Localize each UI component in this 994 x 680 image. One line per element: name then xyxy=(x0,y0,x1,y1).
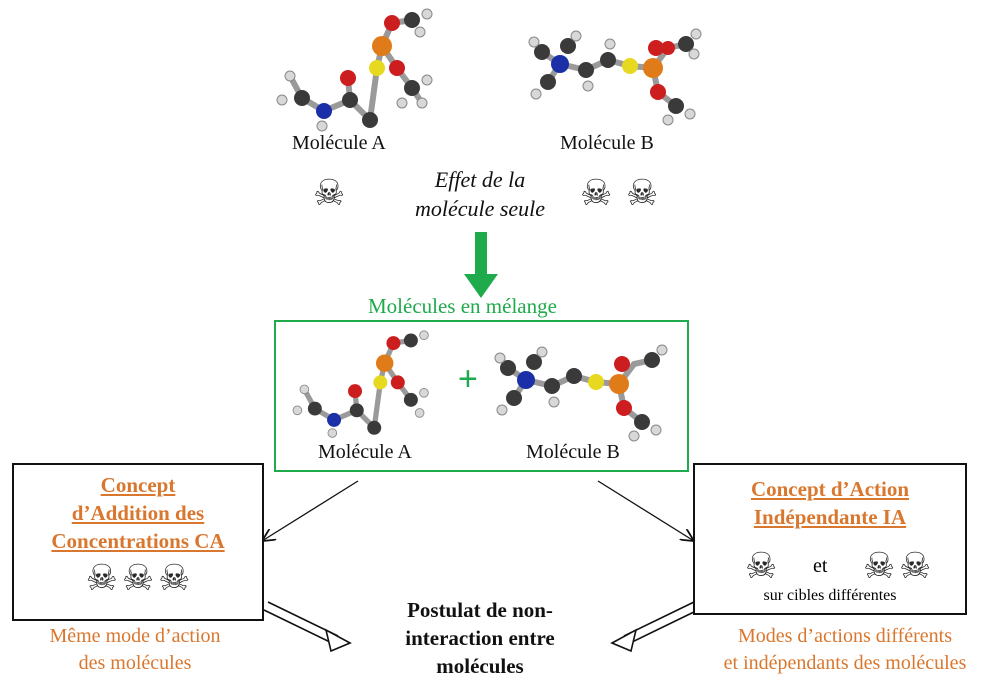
molecule-b-label: Molécule B xyxy=(560,132,654,154)
molecule-a-label: Molécule A xyxy=(292,132,386,154)
postulate-line-1: Postulat de non- xyxy=(407,598,553,622)
concept-ca-caption: Même mode d’action des molécules xyxy=(0,623,270,677)
skull-icon: ☠ xyxy=(121,558,155,599)
concept-ca-skulls: ☠ ☠ ☠ xyxy=(14,561,262,597)
plus-sign: + xyxy=(458,360,478,398)
effect-note: Effet de la molécule seule xyxy=(385,165,575,223)
postulate-text: Postulat de non- interaction entre moléc… xyxy=(360,596,600,680)
skull-icon: ☠ xyxy=(580,173,613,214)
molecule-a-mix-icon xyxy=(292,330,429,438)
molecule-a-top-icon xyxy=(276,8,433,132)
postulate-line-2: interaction entre xyxy=(405,626,555,650)
skull-icon: ☠ xyxy=(626,173,659,214)
concept-ia-connector: et xyxy=(813,555,828,577)
mixture-molecule-b-label: Molécule B xyxy=(526,441,620,463)
postulate-line-3: molécules xyxy=(436,654,524,678)
concept-ca-box: Concept d’Addition des Concentrations CA… xyxy=(12,463,264,621)
concept-ia-caption: Modes d’actions différents et indépendan… xyxy=(700,623,990,677)
green-down-arrow xyxy=(464,232,498,298)
arrow-to-ca xyxy=(262,480,359,541)
concept-ia-note: sur cibles différentes xyxy=(763,587,897,604)
concept-ia-caption-line-2: et indépendants des molécules xyxy=(723,652,967,674)
concept-ia-skull-row: ☠ et ☠ ☠ xyxy=(695,545,965,591)
concept-ca-title-line-3: Concentrations CA xyxy=(51,529,225,553)
concept-ca-caption-line-1: Même mode d’action xyxy=(49,625,221,647)
arrow-to-ia xyxy=(597,480,694,541)
skull-icon: ☠ xyxy=(313,173,346,214)
effect-line-1: Effet de la xyxy=(434,167,526,192)
concept-ca-title-line-1: Concept xyxy=(100,473,176,497)
skull-icon: ☠ xyxy=(85,558,118,599)
mixture-box xyxy=(274,320,689,472)
skull-icon: ☠ xyxy=(158,558,191,599)
concept-ia-box: Concept d’Action Indépendante IA ☠ et ☠ … xyxy=(693,463,967,615)
concept-ca-title-line-2: d’Addition des xyxy=(71,501,205,525)
mixture-molecule-a-label: Molécule A xyxy=(318,441,412,463)
concept-ca-title: Concept d’Addition des Concentrations CA xyxy=(14,471,262,555)
skull-icon: ☠ xyxy=(899,546,932,587)
concept-ia-title-line-1: Concept d’Action xyxy=(750,477,910,501)
molecule-b-top-icon xyxy=(528,28,702,126)
skull-icon: ☠ xyxy=(863,546,896,587)
double-arrow-right xyxy=(610,601,699,653)
concept-ia-title-line-2: Indépendante IA xyxy=(753,505,907,529)
skull-icon: ☠ xyxy=(745,546,778,587)
concept-ia-caption-line-1: Modes d’actions différents xyxy=(737,625,953,647)
concept-ia-title: Concept d’Action Indépendante IA xyxy=(695,475,965,531)
mixture-title: Molécules en mélange xyxy=(368,294,557,318)
double-arrow-left xyxy=(263,601,352,653)
concept-ca-caption-line-2: des molécules xyxy=(78,652,192,674)
molecule-b-mix-icon xyxy=(494,344,668,442)
effect-line-2: molécule seule xyxy=(414,196,546,221)
